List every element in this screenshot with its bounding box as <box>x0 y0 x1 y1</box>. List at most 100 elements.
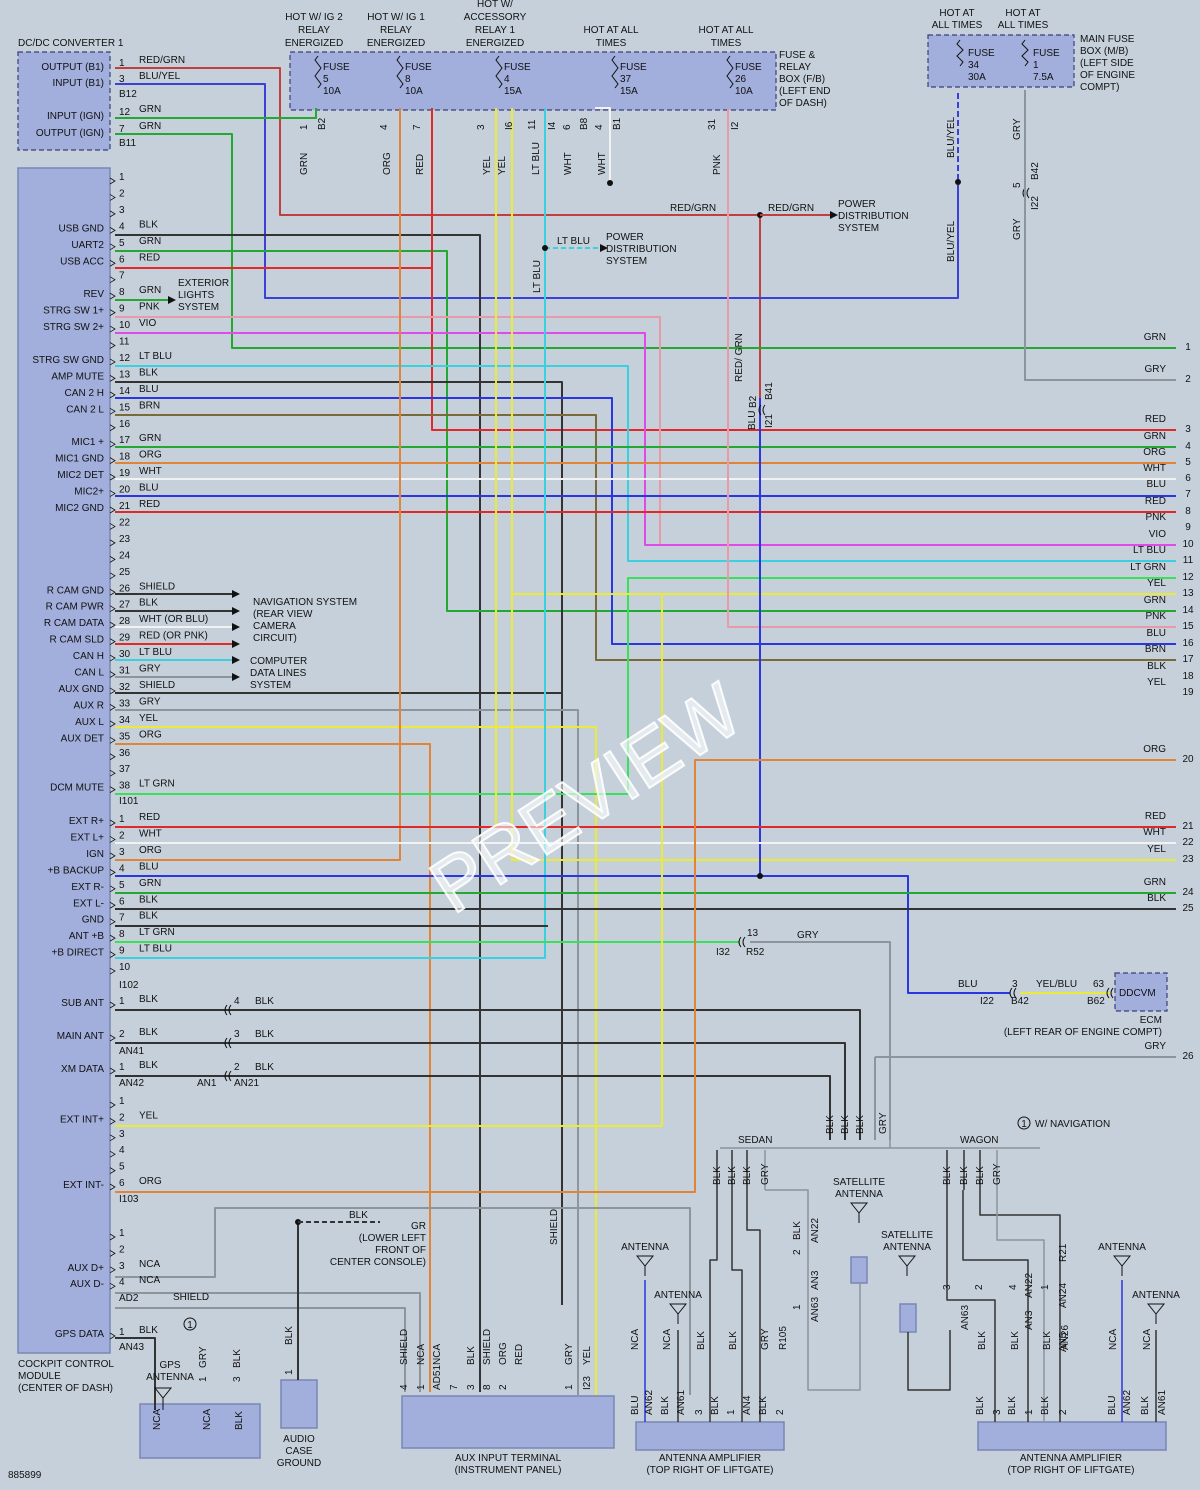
module-pin-color: NCA <box>139 1259 160 1270</box>
splice-dot <box>955 179 961 185</box>
right-wire-color: YEL <box>1147 578 1166 589</box>
module-pin-color: BLK <box>139 1027 158 1038</box>
module-pin-color: RED <box>139 812 160 823</box>
exterior-lights-label: SYSTEM <box>178 302 219 313</box>
aux-terminal-color: GRY <box>564 1343 575 1365</box>
pin-bracket <box>109 819 116 827</box>
module-pin-num: 4 <box>119 863 125 874</box>
pin-bracket <box>109 572 116 580</box>
pin-bracket <box>109 687 116 695</box>
right-wire-color: YEL <box>1147 677 1166 688</box>
converter-connector: B11 <box>119 138 136 149</box>
module-pin-num: 1 <box>119 996 125 1007</box>
module-pin-name: MIC2+ <box>74 487 104 498</box>
gps-label: GPS <box>159 1360 180 1371</box>
module-pin-color: LT BLU <box>139 351 172 362</box>
junction-color: BLK <box>855 1115 866 1134</box>
branch-color: BLK <box>727 1166 738 1185</box>
right-wire-num: 13 <box>1182 588 1194 599</box>
wagon-conn: 2 <box>974 1284 985 1290</box>
wire-aux-dp <box>115 1292 421 1392</box>
pin-bracket <box>109 704 116 711</box>
fuse-wire-color: WHT <box>597 152 608 175</box>
right-wire-color: BLU <box>1147 628 1166 639</box>
aux-terminal-box <box>401 1395 615 1449</box>
wire-main-ant <box>115 1042 846 1140</box>
module-pin-num: 2 <box>119 1112 125 1123</box>
right-wire-num: 18 <box>1182 671 1194 682</box>
right-wire-num: 11 <box>1183 555 1194 566</box>
shield-label: SHIELD <box>549 1209 560 1245</box>
wagon-conn: AN63 <box>960 1305 971 1330</box>
antenna-icon <box>668 1303 688 1324</box>
ddcvm-conn: B62 <box>1087 996 1105 1007</box>
converter-pin-num: 1 <box>119 58 125 69</box>
module-pin-color: ORG <box>139 845 162 856</box>
fuse-name: FUSE <box>405 62 432 73</box>
fuse-pin: 31 <box>707 118 718 130</box>
module-pin-num: 26 <box>119 583 131 594</box>
module-pin-num: 30 <box>119 649 131 660</box>
pin-bracket <box>109 292 116 300</box>
wire-red-grn <box>115 67 761 398</box>
module-pin-color: LT BLU <box>139 647 172 658</box>
right-wire-num: 15 <box>1182 621 1194 632</box>
audio-ground-box <box>280 1379 318 1429</box>
main-fuse-box <box>927 34 1075 88</box>
fuse-name: FUSE <box>620 62 647 73</box>
pin-bracket <box>109 1183 116 1191</box>
fuse-pin: B8 <box>579 117 590 130</box>
module-pin-num: 5 <box>119 1162 125 1173</box>
pin-bracket <box>109 671 116 678</box>
gps-pin: NCA <box>152 1409 163 1430</box>
module-pin-num: 3 <box>119 205 125 216</box>
right-wire-num: 3 <box>1185 424 1191 435</box>
module-pin-name: R CAM GND <box>47 585 104 596</box>
converter-pin-name: INPUT (B1) <box>53 78 105 89</box>
pin-bracket <box>109 539 116 547</box>
amp-label: ANTENNA AMPLIFIER <box>1020 1453 1122 1464</box>
fuse-box-label: RELAY <box>779 62 811 73</box>
wires <box>109 39 1176 1422</box>
right-wire-num: 22 <box>1182 837 1194 848</box>
wagon-conn: AN24 <box>1058 1283 1069 1308</box>
audio-ground-label: GROUND <box>277 1458 321 1469</box>
branch-color: BLK <box>712 1166 723 1185</box>
aux-terminal-color: RED <box>514 1344 525 1365</box>
module-pin-num: 2 <box>119 188 125 199</box>
exterior-lights-label: EXTERIOR <box>178 278 229 289</box>
pin-bracket <box>109 1067 116 1075</box>
fuse-rating: 10A <box>405 86 423 97</box>
module-pin-color: GRY <box>139 696 161 707</box>
module-pin-name: EXT R- <box>71 882 104 893</box>
right-wire-color: BLK <box>1147 893 1166 904</box>
module-pin-color: ORG <box>139 450 162 461</box>
module-pin-name: CAN L <box>75 668 105 679</box>
module-pin-name: MAIN ANT <box>57 1031 104 1042</box>
module-pin-num: 9 <box>119 304 125 315</box>
fuse-symbol <box>495 55 503 89</box>
pin-bracket <box>109 325 116 333</box>
wire-ant-w1 <box>946 1190 996 1422</box>
module-pin-color: BLK <box>139 994 158 1005</box>
fuse-rating: 15A <box>620 86 638 97</box>
fuse-name: 8 <box>405 74 411 85</box>
ddcvm-label: DDCVM <box>1119 988 1156 999</box>
right-wire-num: 2 <box>1185 374 1191 385</box>
module-pin-num: 2 <box>119 1029 125 1040</box>
fuse-wire-color: YEL <box>482 156 493 175</box>
main-fuse-wire-color: GRY <box>1012 118 1023 140</box>
wire-dcm-mute <box>115 577 1176 795</box>
module-pin-num: 1 <box>119 1062 125 1073</box>
nav-badge: 1 <box>1021 1119 1027 1130</box>
gps-pin: GRY <box>198 1346 209 1368</box>
module-pin-num: 7 <box>119 913 125 924</box>
computer-data-label: COMPUTER <box>250 656 307 667</box>
module-pin-color: BLK <box>139 894 158 905</box>
converter-pin-color: GRN <box>139 121 161 132</box>
module-connector: AD2 <box>119 1293 139 1304</box>
module-pin-name: AMP MUTE <box>51 371 104 382</box>
pin-bracket <box>109 836 116 843</box>
pin-bracket <box>109 901 116 909</box>
power-dist-label: POWER <box>606 232 644 243</box>
